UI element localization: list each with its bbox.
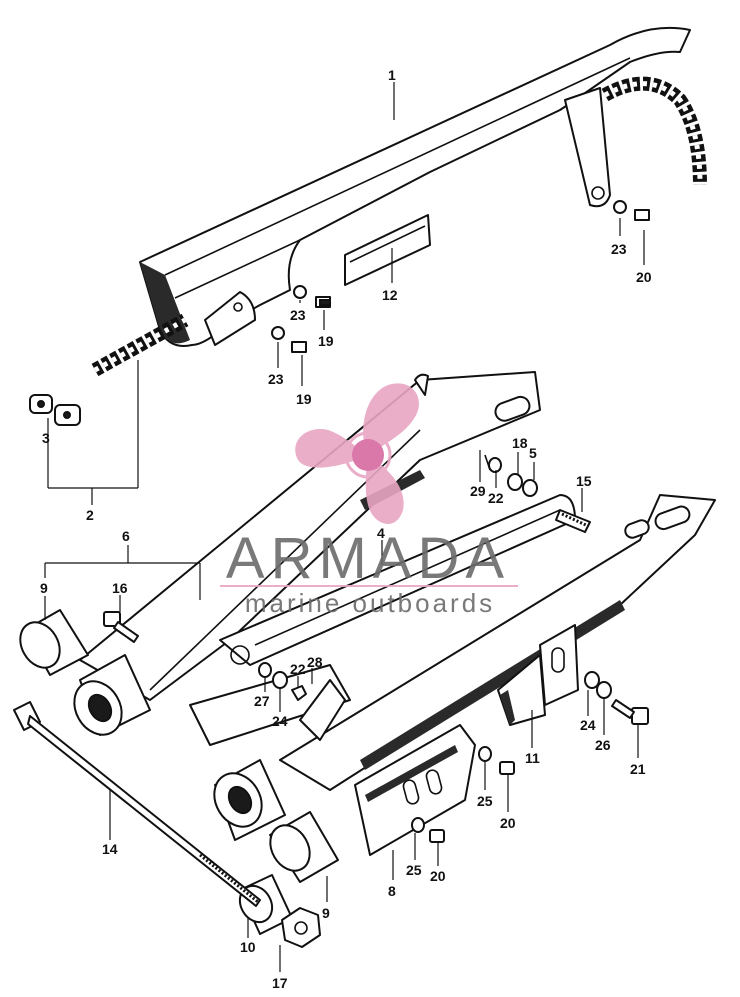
callout-3: 3	[42, 430, 50, 446]
nut-17	[281, 907, 321, 948]
bolt-16	[103, 611, 139, 643]
callout-26: 26	[595, 737, 611, 753]
callout-22: 22	[290, 661, 306, 677]
callout-19: 19	[296, 391, 312, 407]
callout-20: 20	[500, 815, 516, 831]
callout-2: 2	[86, 507, 94, 523]
callout-20: 20	[636, 269, 652, 285]
bolt-20-upper	[613, 200, 650, 221]
callout-8: 8	[388, 883, 396, 899]
callout-12: 12	[382, 287, 398, 303]
callout-17: 17	[272, 975, 288, 991]
callout-23: 23	[290, 307, 306, 323]
callout-16: 16	[112, 580, 128, 596]
callout-29: 29	[470, 483, 486, 499]
callout-labels: 1 12 23 20 23 19 23 19 3 2 18 5 29 22 15…	[40, 67, 652, 991]
callout-23: 23	[268, 371, 284, 387]
washer-24-right	[584, 671, 612, 699]
bolt-20-lower	[429, 829, 445, 843]
bracket-11	[497, 624, 579, 726]
callout-6: 6	[122, 528, 130, 544]
callout-9: 9	[40, 580, 48, 596]
callout-leaders	[44, 82, 645, 972]
callout-25: 25	[406, 862, 422, 878]
pivot-shaft-15	[555, 509, 591, 533]
callout-14: 14	[102, 841, 118, 857]
pivot-tube-right	[213, 759, 286, 841]
callout-11: 11	[525, 750, 540, 766]
chain-guard-8	[354, 724, 476, 856]
callout-28: 28	[307, 654, 323, 670]
pivot-bolt-14	[13, 701, 261, 907]
callout-22: 22	[488, 490, 504, 506]
bolt-19-lower	[271, 326, 307, 353]
bolt-19-upper	[293, 285, 331, 308]
armada-watermark: ARMADA marine outboards	[220, 383, 518, 618]
callout-27: 27	[254, 693, 270, 709]
callout-23: 23	[611, 241, 627, 257]
callout-24: 24	[580, 717, 596, 733]
bushing-9-right	[269, 811, 339, 883]
callout-21: 21	[630, 761, 646, 777]
brand-name: ARMADA	[226, 526, 510, 591]
propeller-icon	[295, 383, 419, 524]
callout-5: 5	[529, 445, 537, 461]
washer-25-upper	[478, 746, 492, 762]
callout-9: 9	[322, 905, 330, 921]
callout-24: 24	[272, 713, 288, 729]
chain-case	[139, 26, 691, 347]
washer-25-lower	[411, 817, 425, 833]
bolt-21	[611, 699, 649, 725]
drive-chain	[91, 76, 707, 377]
callout-25: 25	[477, 793, 493, 809]
callout-15: 15	[576, 473, 592, 489]
pivot-tube-left	[73, 654, 151, 736]
washers-18-5-22	[484, 454, 538, 497]
callout-20: 20	[430, 868, 446, 884]
callout-19: 19	[318, 333, 334, 349]
callout-4: 4	[377, 525, 385, 541]
bushing-9-left	[19, 609, 89, 676]
callout-10: 10	[240, 939, 256, 955]
bolt-20-mid	[499, 761, 515, 775]
callout-18: 18	[512, 435, 528, 451]
brand-tagline: marine outboards	[245, 588, 495, 618]
callout-1: 1	[388, 67, 396, 83]
washers-27-24-22	[258, 662, 307, 701]
chain-joint	[29, 394, 81, 426]
